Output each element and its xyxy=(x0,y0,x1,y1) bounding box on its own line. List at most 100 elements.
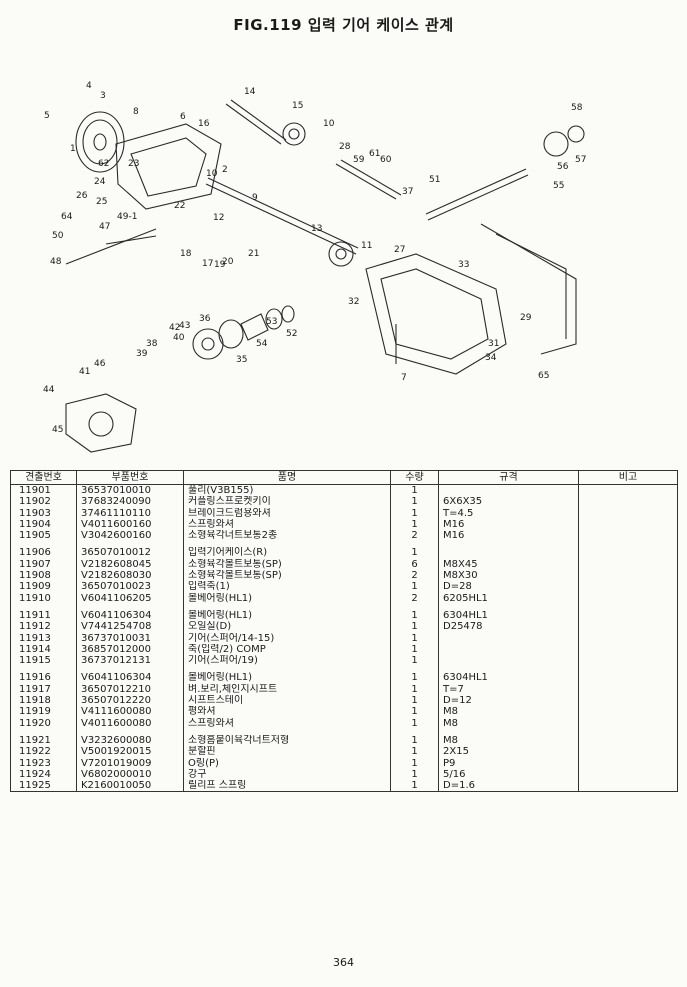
cell-name: 입력축(1) xyxy=(183,581,391,593)
callout-label: 39 xyxy=(136,349,148,359)
callout-label: 38 xyxy=(146,339,158,349)
callout-label: 59 xyxy=(353,155,365,165)
group-spacer xyxy=(10,541,678,548)
cell-ref: 11908 xyxy=(10,570,77,582)
callout-label: 46 xyxy=(94,359,106,369)
callout-label: 47 xyxy=(99,222,110,232)
cell-ref: 11923 xyxy=(10,757,77,769)
callout-label: 6 xyxy=(180,112,186,122)
callout-label: 34 xyxy=(485,353,497,363)
cell-name: O링(P) xyxy=(183,757,391,769)
callout-label: 12 xyxy=(213,213,224,223)
cell-part: V4011600160 xyxy=(76,518,184,531)
cell-name: 풀리(V3B155) xyxy=(183,484,391,497)
cell-qty: 1 xyxy=(390,746,439,758)
cell-name: 평와셔 xyxy=(183,706,391,718)
callout-label: 16 xyxy=(198,119,210,129)
cell-note xyxy=(578,609,678,622)
cell-qty: 1 xyxy=(390,632,439,644)
cell-ref: 11904 xyxy=(10,518,77,531)
group-spacer xyxy=(10,728,678,735)
callout-label: 56 xyxy=(557,162,569,172)
cell-name: 기어(스퍼어/19) xyxy=(183,655,391,667)
callout-label: 54 xyxy=(256,339,268,349)
cell-ref: 11921 xyxy=(10,734,77,747)
cell-part: V3042600160 xyxy=(76,530,184,542)
cell-qty: 1 xyxy=(390,518,439,531)
callout-label: 10 xyxy=(323,119,335,129)
callout-label: 42 xyxy=(169,323,180,333)
cell-note xyxy=(578,706,678,718)
callout-label: 52 xyxy=(286,329,297,339)
cell-note xyxy=(578,592,678,604)
callout-label: 23 xyxy=(128,159,139,169)
cell-name: 볼베어링(HL1) xyxy=(183,609,391,622)
cell-ref: 11910 xyxy=(10,592,77,604)
cell-part: V7441254708 xyxy=(76,621,184,633)
cell-note xyxy=(578,695,678,707)
cell-ref: 11906 xyxy=(10,547,77,559)
cell-qty: 2 xyxy=(390,592,439,604)
cell-part: V5001920015 xyxy=(76,746,184,758)
cell-ref: 11902 xyxy=(10,496,77,508)
callout-label: 15 xyxy=(292,101,303,111)
cell-spec xyxy=(438,643,579,656)
cell-name: 볼베어링(HL1) xyxy=(183,672,391,684)
callout-label: 4 xyxy=(86,81,92,91)
callout-label: 58 xyxy=(571,103,583,113)
cell-qty: 1 xyxy=(390,695,439,707)
callout-label: 57 xyxy=(575,155,586,165)
callout-label: 3 xyxy=(100,91,106,101)
cell-note xyxy=(578,672,678,684)
cell-note xyxy=(578,496,678,508)
callout-label: 41 xyxy=(79,367,90,377)
callout-label: 35 xyxy=(236,355,247,365)
cell-note xyxy=(578,655,678,667)
cell-name: 브레이크드럼용와셔 xyxy=(183,507,391,519)
cell-spec: D=28 xyxy=(438,581,579,593)
cell-spec: P9 xyxy=(438,757,579,769)
cell-spec xyxy=(438,655,579,667)
cell-part: 37461110110 xyxy=(76,507,184,519)
cell-name: 오일실(D) xyxy=(183,621,391,633)
callout-label: 62 xyxy=(98,159,109,169)
cell-note xyxy=(578,768,678,781)
cell-spec: T=4.5 xyxy=(438,507,579,519)
cell-part: 36507010023 xyxy=(76,581,184,593)
cell-part: V6041106304 xyxy=(76,672,184,684)
callout-label: 28 xyxy=(339,142,351,152)
cell-part: 36507012220 xyxy=(76,695,184,707)
cell-qty: 1 xyxy=(390,768,439,781)
cell-name: 벼.보리,체인지시프트 xyxy=(183,683,391,696)
cell-part: 36737010031 xyxy=(76,632,184,644)
callout-label: 29 xyxy=(520,313,532,323)
cell-qty: 1 xyxy=(390,683,439,696)
cell-part: V4111600080 xyxy=(76,706,184,718)
cell-spec: M8 xyxy=(438,734,579,747)
callout-label: 21 xyxy=(248,249,259,259)
cell-spec: 6304HL1 xyxy=(438,609,579,622)
callout-label: 17 xyxy=(202,259,213,269)
cell-note xyxy=(578,757,678,769)
cell-part: V7201019009 xyxy=(76,757,184,769)
cell-ref: 11925 xyxy=(10,780,77,793)
callout-label: 60 xyxy=(380,155,392,165)
cell-name: 소형육각볼트보통(SP) xyxy=(183,570,391,582)
cell-qty: 1 xyxy=(390,621,439,633)
cell-qty: 2 xyxy=(390,570,439,582)
callout-label: 40 xyxy=(173,333,185,343)
header-part: 부품번호 xyxy=(76,470,184,485)
cell-note xyxy=(578,621,678,633)
header-spec: 규격 xyxy=(438,470,579,485)
cell-ref: 11917 xyxy=(10,683,77,696)
cell-note xyxy=(578,518,678,531)
